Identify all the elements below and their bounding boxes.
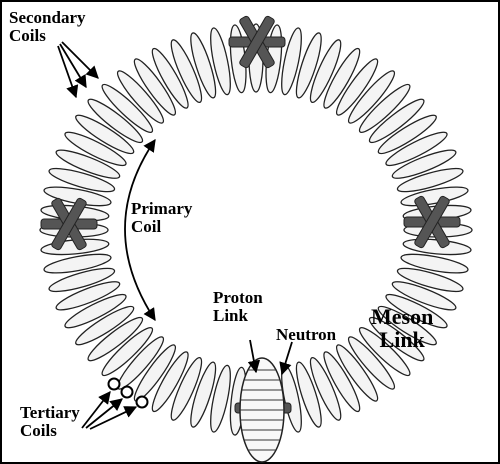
label-arrows — [57, 41, 293, 430]
secondary-coil-loop — [87, 98, 144, 144]
secondary-coil-loop — [309, 39, 342, 104]
primary-coil-arrow — [124, 138, 156, 322]
secondary-coil-loop — [210, 27, 231, 96]
secondary-coil-loop — [309, 356, 342, 421]
meson-link-label: Meson Link — [371, 304, 434, 353]
secondary-coil-loop — [190, 32, 217, 99]
tertiary-coils — [107, 377, 149, 409]
secondary-coil-loop — [75, 305, 135, 346]
secondary-coil-loop — [64, 293, 127, 329]
secondary-coil-loop — [358, 327, 411, 377]
meson-cross-top — [228, 15, 286, 69]
secondary-coil-loop — [43, 253, 112, 274]
secondary-coil-loop — [101, 327, 154, 377]
secondary-coil-loop — [323, 351, 361, 413]
secondary-coil-loop — [391, 149, 457, 179]
secondary-coil-loop — [358, 83, 411, 133]
secondary-coil-loop — [48, 167, 116, 193]
secondary-coil-loop — [170, 356, 203, 421]
secondary-arrow-3 — [57, 45, 79, 99]
secondary-coil-loop — [151, 47, 189, 109]
proton-arrow — [247, 339, 261, 374]
secondary-coil-loop — [347, 336, 396, 390]
secondary-coil-loop — [396, 267, 464, 293]
secondary-coil-loop — [323, 47, 361, 109]
neutron-arrow — [279, 341, 293, 376]
secondary-coil-loop — [210, 364, 231, 433]
secondary-coil-loop — [391, 281, 457, 311]
secondary-coil-loop — [347, 70, 396, 124]
tertiary-arrow-1 — [81, 391, 111, 429]
secondary-coil-loop — [295, 32, 322, 99]
tertiary-arrow-2 — [85, 398, 123, 429]
secondary-coil-loop — [281, 27, 302, 96]
secondary-coil-loop — [335, 58, 379, 116]
secondary-coil-loop — [87, 316, 144, 362]
secondary-coil-loop — [190, 361, 217, 428]
proton-link-label: Proton Link — [213, 288, 263, 325]
tertiary-arrow-3 — [89, 406, 138, 430]
secondary-coil-loop — [133, 58, 177, 116]
secondary-coil-loop — [55, 149, 121, 179]
secondary-coils-label: Secondary Coils — [9, 8, 86, 45]
secondary-coil-loop — [335, 344, 379, 402]
tertiary-coils-label: Tertiary Coils — [20, 403, 80, 440]
secondary-coil-loop — [368, 98, 425, 144]
secondary-coil-loop — [368, 316, 425, 362]
secondary-arrow-1 — [61, 41, 99, 79]
neutron-label: Neutron — [276, 325, 337, 344]
meson-cross-right — [403, 195, 461, 249]
secondary-coil-loop — [133, 344, 177, 402]
secondary-coil-loop — [377, 114, 437, 155]
secondary-coil-loop — [377, 305, 437, 346]
proton-link-coil — [239, 357, 285, 463]
secondary-coil-loop — [64, 131, 127, 167]
secondary-coil-loop — [116, 70, 165, 124]
primary-coil-label: Primary Coil — [131, 199, 193, 236]
secondary-coil-loop — [101, 83, 154, 133]
secondary-coil-loop — [385, 131, 448, 167]
secondary-coil-loop — [400, 253, 469, 274]
secondary-coil-loop — [55, 281, 121, 311]
secondary-coil-loop — [151, 351, 189, 413]
secondary-coil-loop — [170, 39, 203, 104]
secondary-coil-loop — [385, 293, 448, 329]
meson-cross-left — [40, 197, 98, 251]
secondary-coil-loop — [75, 114, 135, 155]
secondary-coil-loop — [396, 167, 464, 193]
secondary-coil-loop — [48, 267, 116, 293]
secondary-coil-loop — [295, 361, 322, 428]
secondary-arrow-2 — [59, 43, 87, 89]
